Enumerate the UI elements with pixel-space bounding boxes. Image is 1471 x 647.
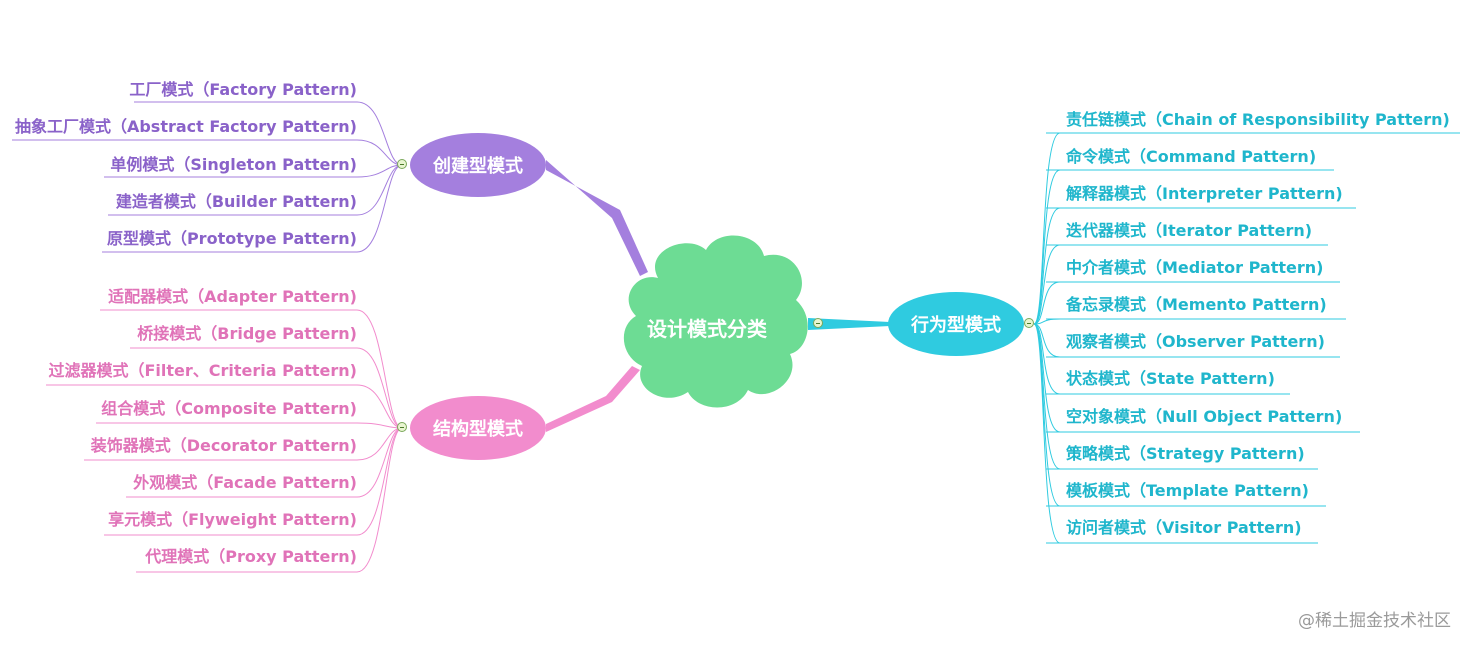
behavioral-curve [1033,281,1061,325]
structural-item[interactable]: 适配器模式（Adapter Pattern) [108,287,357,306]
behavioral-collapse-icon[interactable] [1024,318,1034,328]
behavioral-item[interactable]: 模板模式（Template Pattern) [1066,481,1309,500]
behavioral-item[interactable]: 空对象模式（Null Object Pattern) [1066,407,1343,426]
root-label[interactable]: 设计模式分类 [647,317,767,341]
creational-curve [356,101,403,166]
behavioral-curve [1033,323,1061,544]
structural-item[interactable]: 外观模式（Facade Pattern) [133,473,357,492]
structural-collapse-icon[interactable] [397,422,407,432]
behavioral-item[interactable]: 迭代器模式（Iterator Pattern) [1066,221,1313,240]
behavioral-item[interactable]: 解释器模式（Interpreter Pattern) [1066,184,1343,203]
creational-item[interactable]: 原型模式（Prototype Pattern) [106,229,357,248]
structural-curve [356,309,403,429]
behavioral-item[interactable]: 中介者模式（Mediator Pattern) [1066,258,1324,277]
structural-curve [356,427,403,536]
behavioral-item[interactable]: 状态模式（State Pattern) [1066,369,1275,388]
structural-curve [356,427,403,498]
branch-node-creational[interactable]: 创建型模式 [410,133,546,197]
behavioral-curve [1033,169,1061,325]
behavioral-item[interactable]: 备忘录模式（Memento Pattern) [1066,295,1327,314]
structural-item[interactable]: 享元模式（Flyweight Pattern) [108,510,357,529]
creational-item[interactable]: 抽象工厂模式（Abstract Factory Pattern) [14,117,357,136]
root-collapse-icon[interactable] [813,318,823,328]
behavioral-item[interactable]: 命令模式（Command Pattern) [1066,147,1317,166]
structural-item[interactable]: 过滤器模式（Filter、Criteria Pattern) [48,361,358,380]
behavioral-item[interactable]: 责任链模式（Chain of Responsibility Pattern) [1066,110,1450,129]
root-creational-connector [546,160,648,276]
structural-curve [356,427,403,573]
structural-item[interactable]: 组合模式（Composite Pattern) [101,399,357,418]
creational-item[interactable]: 建造者模式（Builder Pattern) [115,192,357,211]
behavioral-curve [1033,244,1061,325]
behavioral-item[interactable]: 观察者模式（Observer Pattern) [1066,332,1325,351]
creational-item[interactable]: 工厂模式（Factory Pattern) [129,80,357,99]
structural-item[interactable]: 桥接模式（Bridge Pattern) [137,324,357,343]
behavioral-curve [1033,323,1061,433]
creational-collapse-icon[interactable] [397,159,407,169]
root-structural-connector [546,366,640,432]
branch-node-structural[interactable]: 结构型模式 [410,396,546,460]
creational-curve [356,164,403,253]
structural-curve [356,347,403,429]
behavioral-item[interactable]: 策略模式（Strategy Pattern) [1066,444,1305,463]
creational-item[interactable]: 单例模式（Singleton Pattern) [110,155,357,174]
watermark: @稀土掘金技术社区 [1298,611,1451,631]
behavioral-curve [1033,207,1061,325]
behavioral-item[interactable]: 访问者模式（Visitor Pattern) [1066,518,1302,537]
root-cloud [623,235,808,408]
structural-item[interactable]: 装饰器模式（Decorator Pattern) [90,436,357,455]
behavioral-curve [1033,132,1061,325]
structural-item[interactable]: 代理模式（Proxy Pattern) [145,547,357,566]
root-behavioral-connector [808,318,890,330]
behavioral-curve [1033,318,1061,325]
behavioral-curve [1033,323,1061,470]
branch-node-behavioral[interactable]: 行为型模式 [888,292,1024,356]
